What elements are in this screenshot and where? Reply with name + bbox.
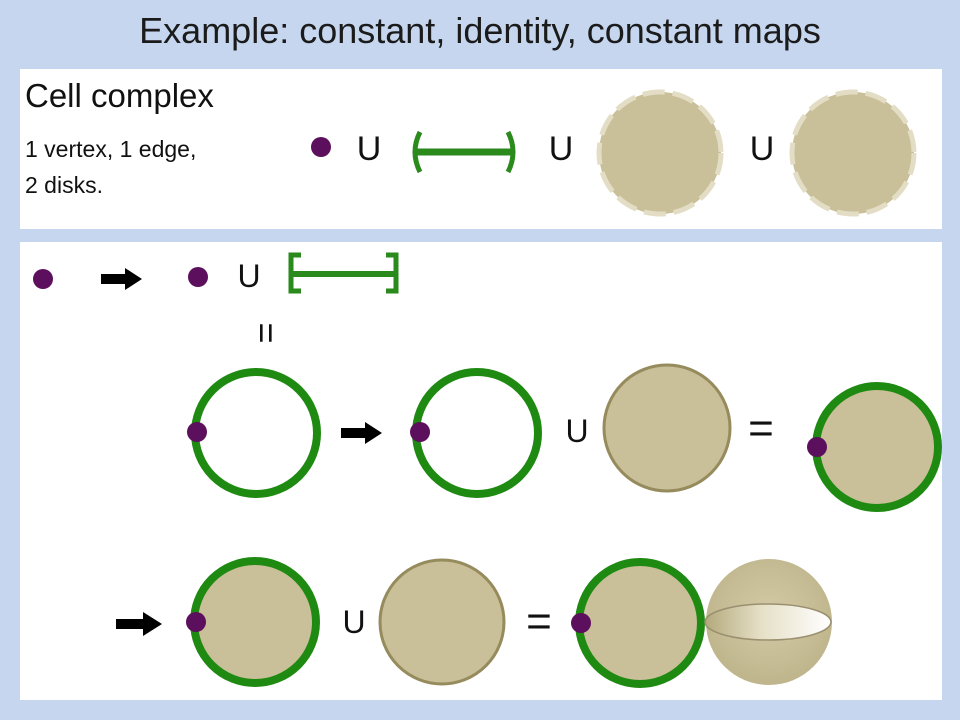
vertex-dot	[188, 267, 208, 287]
map-arrow	[101, 268, 142, 290]
open-disk	[789, 89, 917, 217]
sphere	[704, 559, 832, 685]
cell-complex-heading: Cell complex	[25, 77, 214, 114]
circle-boundary	[412, 368, 542, 498]
map-arrow	[341, 422, 382, 444]
union-symbol: U	[342, 604, 365, 640]
equals-symbol: =	[526, 597, 552, 646]
filled-disk	[190, 557, 320, 687]
disk	[602, 363, 732, 493]
vertex-dot	[807, 437, 827, 457]
equals-rotated: =	[246, 322, 287, 343]
vertex-dot	[187, 422, 207, 442]
slide-title: Example: constant, identity, constant ma…	[139, 10, 821, 51]
map-arrow	[116, 612, 162, 636]
vertex-dot	[410, 422, 430, 442]
vertex-dot	[571, 613, 591, 633]
union-symbol: U	[357, 130, 382, 168]
vertex-dot	[186, 612, 206, 632]
open-disk	[596, 89, 724, 217]
vertex-dot	[33, 269, 53, 289]
open-edge	[412, 130, 516, 174]
union-symbol: U	[565, 413, 588, 449]
union-symbol: U	[237, 258, 260, 294]
union-symbol: U	[750, 130, 775, 168]
filled-disk	[575, 558, 705, 688]
cell-complex-description: 1 vertex, 1 edge, 2 disks.	[25, 131, 196, 203]
cell-complex-description-line-2: 2 disks.	[25, 172, 103, 198]
union-symbol: U	[549, 130, 574, 168]
disk	[378, 558, 506, 686]
equals-symbol: =	[748, 404, 774, 453]
cell-complex-description-line-1: 1 vertex, 1 edge,	[25, 136, 197, 162]
vertex-dot	[311, 137, 331, 157]
closed-edge	[288, 252, 399, 294]
circle-boundary	[191, 368, 321, 498]
sphere-equator-lens	[704, 603, 832, 641]
filled-disk	[812, 382, 942, 512]
